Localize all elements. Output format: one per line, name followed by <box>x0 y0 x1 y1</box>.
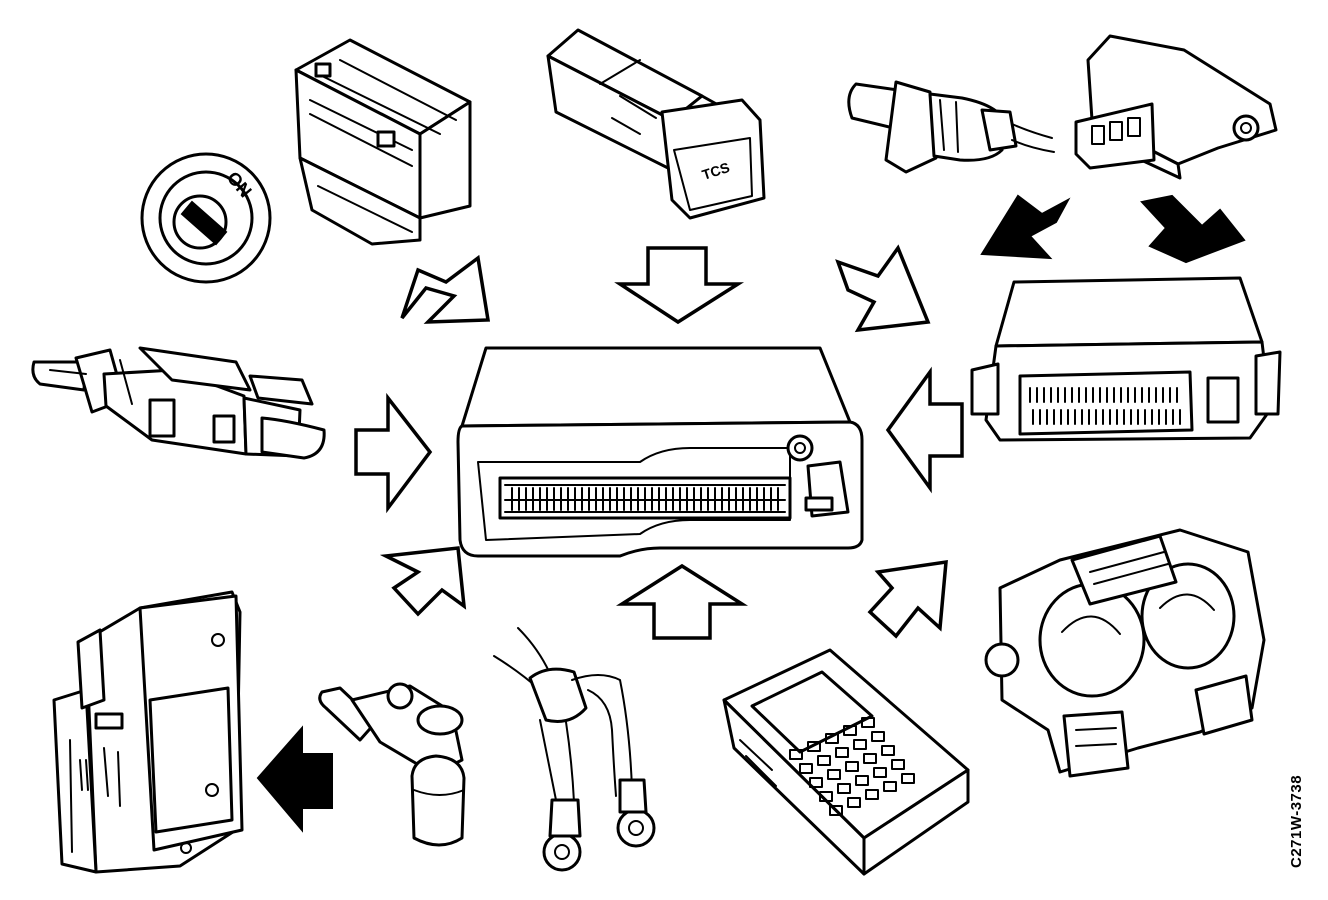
throttle-position-sensor <box>1076 36 1276 178</box>
abs-control-unit <box>972 278 1280 440</box>
diagnostic-tester <box>724 650 968 874</box>
battery <box>296 40 470 244</box>
figure-reference-code: C271W-3738 <box>1288 775 1305 868</box>
throttle-body <box>986 530 1264 776</box>
crankshaft-sensor <box>320 684 464 845</box>
output-control-module <box>54 592 242 872</box>
wheel-speed-sensors <box>494 628 654 870</box>
ignition-switch: ON <box>142 154 270 282</box>
brake-light-switch <box>33 348 324 458</box>
tcs-switch: TCS <box>548 30 764 218</box>
central-ecu <box>458 348 862 556</box>
speed-sensor <box>849 82 1054 172</box>
